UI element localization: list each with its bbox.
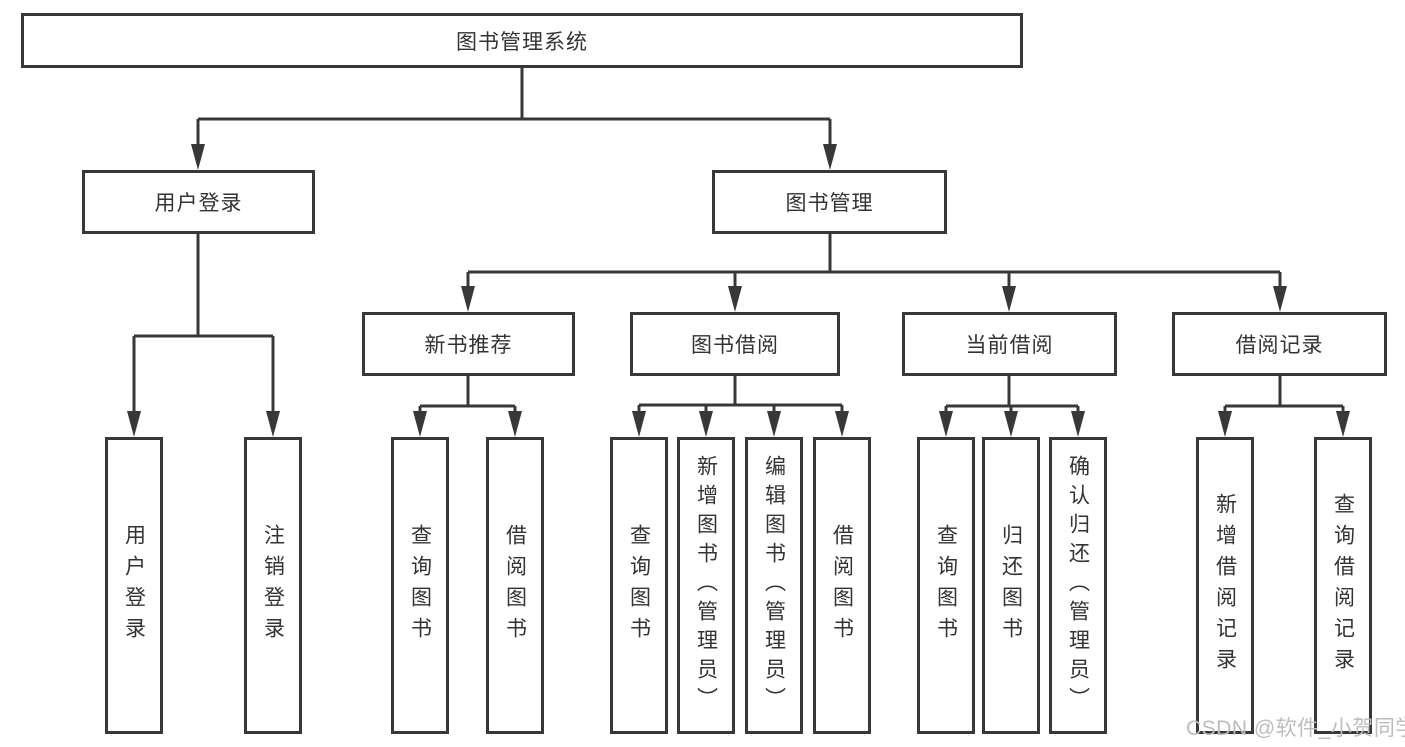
node-label: 借阅图书 [503, 523, 527, 648]
edge-newbook-trunk [418, 376, 517, 418]
node-label: 归还图书 [999, 523, 1023, 648]
arrowhead [1004, 411, 1018, 437]
leaf-logout: 注销登录 [244, 437, 302, 734]
node-label: 用户登录 [122, 523, 146, 648]
node-new-book-recommend: 新书推荐 [362, 312, 575, 376]
arrowhead [823, 144, 837, 170]
arrowhead [699, 411, 713, 437]
node-book-borrow: 图书借阅 [630, 312, 840, 376]
csdn-watermark: CSDN @软件_小贺同学 [1186, 717, 1405, 740]
node-book-management: 图书管理 [712, 170, 947, 234]
node-label: 编辑图书（管理员） [762, 455, 786, 716]
leaf-borrow-query-books: 查询图书 [610, 437, 668, 734]
arrowhead [939, 411, 953, 437]
arrowhead [127, 411, 141, 437]
leaf-current-confirm-return-admin: 确认归还（管理员） [1049, 437, 1107, 734]
leaf-record-add-borrow-record: 新增借阅记录 [1196, 437, 1254, 734]
node-label: 图书管理 [785, 192, 874, 215]
node-user-login: 用户登录 [82, 170, 315, 234]
node-label: 新增图书（管理员） [694, 455, 718, 716]
leaf-newbook-query-books: 查询图书 [391, 437, 449, 734]
node-label: 图书管理系统 [456, 30, 588, 54]
node-label: 查询借阅记录 [1331, 492, 1355, 679]
arrowhead [1071, 411, 1085, 437]
arrowhead [1273, 286, 1287, 312]
leaf-borrow-add-books-admin: 新增图书（管理员） [677, 437, 735, 734]
arrowhead [1218, 411, 1232, 437]
leaf-borrow-borrow-books: 借阅图书 [813, 437, 871, 734]
edge-root-trunk [196, 68, 832, 150]
edge-bookmgmt-trunk [466, 234, 1282, 292]
node-label: 确认归还（管理员） [1066, 455, 1090, 716]
leaf-record-query-borrow-record: 查询借阅记录 [1314, 437, 1372, 734]
arrowhead [461, 286, 475, 312]
node-label: 新增借阅记录 [1213, 492, 1237, 679]
node-label: 注销登录 [261, 523, 285, 648]
node-label: 查询图书 [934, 523, 958, 648]
node-label: 当前借阅 [965, 334, 1054, 357]
node-label: 查询图书 [408, 523, 432, 648]
leaf-current-return-books: 归还图书 [982, 437, 1040, 734]
edge-bookborrow-trunk [637, 376, 844, 418]
arrowhead [1002, 286, 1016, 312]
arrowhead [1336, 411, 1350, 437]
arrowhead [767, 411, 781, 437]
node-label: 用户登录 [154, 192, 243, 215]
leaf-borrow-edit-books-admin: 编辑图书（管理员） [745, 437, 803, 734]
arrowhead [508, 411, 522, 437]
arrowhead [191, 144, 205, 170]
node-label: 借阅记录 [1235, 334, 1324, 357]
leaf-newbook-borrow-books: 借阅图书 [486, 437, 544, 734]
node-borrow-record: 借阅记录 [1172, 312, 1387, 376]
leaf-current-query-books: 查询图书 [917, 437, 975, 734]
edge-userlogin-trunk [132, 234, 275, 418]
arrowhead [413, 411, 427, 437]
node-current-borrow: 当前借阅 [902, 312, 1117, 376]
node-label: 图书借阅 [691, 334, 779, 357]
arrowhead [266, 411, 280, 437]
node-label: 查询图书 [627, 523, 651, 648]
leaf-user-login: 用户登录 [105, 437, 163, 734]
arrowhead [728, 286, 742, 312]
arrowhead [835, 411, 849, 437]
arrowhead [632, 411, 646, 437]
node-label: 借阅图书 [830, 523, 854, 648]
edge-borrowrecord-trunk [1223, 376, 1345, 418]
node-label: 新书推荐 [424, 334, 513, 357]
node-library-management-system: 图书管理系统 [21, 13, 1023, 68]
